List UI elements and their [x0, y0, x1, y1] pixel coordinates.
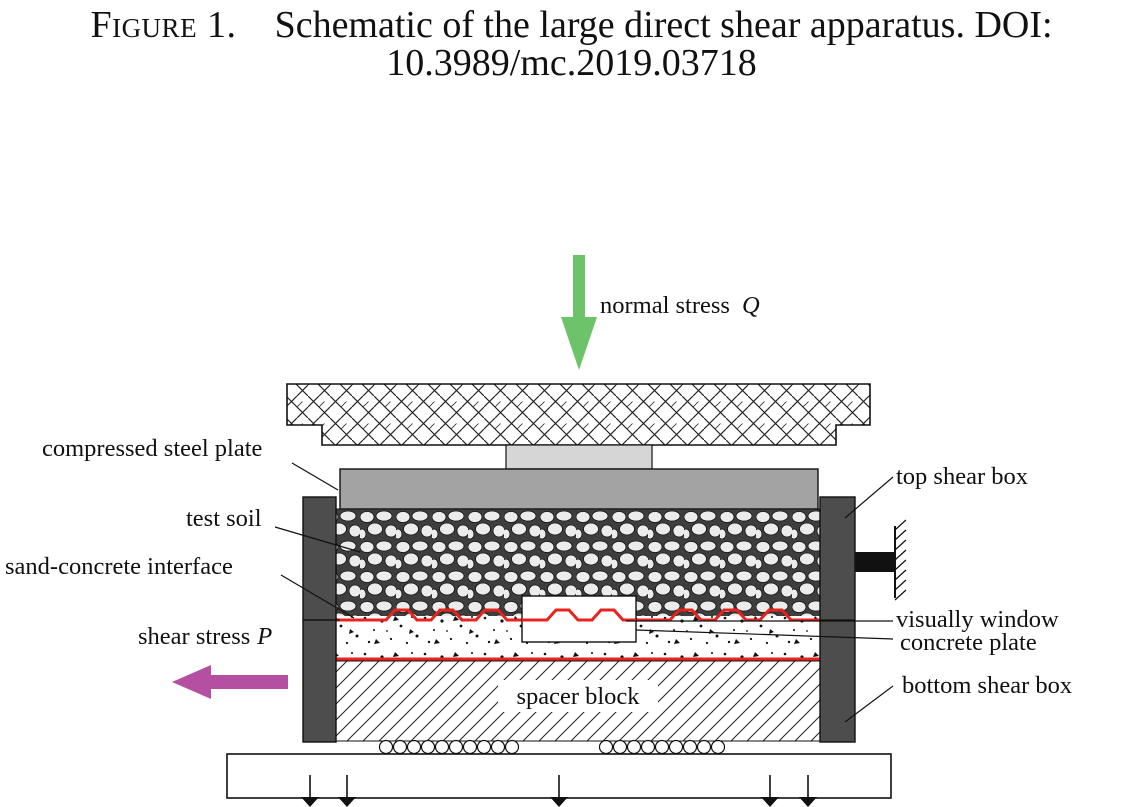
base-arrow-head [550, 797, 568, 807]
leader-steel-plate [291, 462, 339, 491]
roller [640, 739, 656, 755]
test-soil-label: test soil [186, 505, 262, 532]
bottom-shear-box-label: bottom shear box [902, 672, 1072, 699]
roller [682, 739, 698, 755]
shear-stress-arrow [172, 665, 288, 699]
base-arrow-head [338, 797, 356, 807]
figure-label: Figure 1. [90, 4, 237, 46]
roller [448, 739, 464, 755]
roller [710, 739, 726, 755]
compressed-steel-plate-label: compressed steel plate [42, 435, 263, 462]
leader-concrete-plate [635, 629, 894, 640]
roller [392, 739, 408, 755]
visually-window-label: visually window [896, 606, 1059, 633]
load-block [505, 444, 653, 470]
roller [598, 739, 614, 755]
sand-concrete-interface-label: sand-concrete interface [5, 553, 233, 580]
roller [696, 739, 712, 755]
spacer-label-background [498, 680, 658, 712]
caption-title-line-2: 10.3989/mc.2019.03718 [386, 42, 757, 84]
concrete-plate-label: concrete plate [900, 629, 1037, 656]
roller [668, 739, 684, 755]
base-arrow-head [799, 797, 817, 807]
figure-caption: Figure 1. Schematic of the large direct s… [0, 6, 1143, 82]
roller [378, 739, 394, 755]
roller [626, 739, 642, 755]
leader-test-soil [274, 526, 361, 553]
caption-line-1: Figure 1. Schematic of the large direct s… [0, 6, 1143, 44]
fixed-support [855, 519, 907, 601]
leader-interface [280, 574, 355, 619]
top-shear-box-label: top shear box [896, 463, 1028, 490]
loading-cap [286, 383, 871, 446]
caption-title-line-1: Schematic of the large direct shear appa… [274, 4, 1053, 46]
roller [612, 739, 628, 755]
normal-stress-arrow [561, 255, 597, 370]
roller [504, 739, 520, 755]
rollers [378, 739, 726, 755]
roller [476, 739, 492, 755]
roller [420, 739, 436, 755]
spacer-block-label: spacer block [516, 683, 640, 710]
roller [490, 739, 506, 755]
base-load-arrows [301, 775, 817, 807]
leader-bottom-shear-box [844, 685, 894, 723]
compressed-steel-plate [339, 468, 819, 510]
roller [654, 739, 670, 755]
base-arrow-head [301, 797, 319, 807]
base-arrow-head [761, 797, 779, 807]
leader-top-shear-box [844, 476, 894, 519]
leader-lines [274, 462, 894, 723]
roller [462, 739, 478, 755]
window-interface-profile [522, 608, 636, 622]
roller [406, 739, 422, 755]
roller [434, 739, 450, 755]
